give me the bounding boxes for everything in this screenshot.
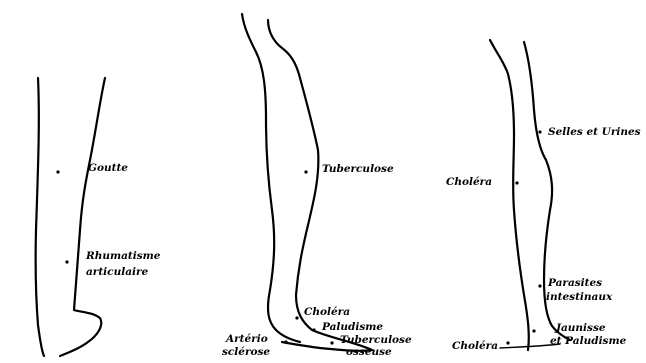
leg-3-cholera-foot-dot (506, 341, 509, 344)
leg-1-rhumatisme-dot (65, 260, 68, 263)
leg-3-group: Selles et Urines Choléra Parasites intes… (446, 40, 641, 352)
leg-3-parasites-label-line2: intestinaux (546, 291, 613, 303)
leg-2-paludisme-label: Paludisme (321, 321, 383, 333)
leg-2-front-outline (268, 20, 372, 351)
leg-2-group: Tuberculose Choléra Paludisme Artério sc… (222, 14, 412, 358)
leg-2-tub-osseuse-label-line2: osseuse (346, 346, 392, 358)
leg-2-tuberculose-dot (304, 170, 307, 173)
leg-1-goutte-dot (56, 170, 59, 173)
leg-2-paludisme-dot (312, 328, 315, 331)
leg-1-rhumatisme-label-line1: Rhumatisme (85, 250, 161, 262)
leg-3-jaunisse-dot (532, 329, 535, 332)
leg-3-selles-label: Selles et Urines (548, 126, 641, 138)
leg-3-parasites-label-line1: Parasites (547, 277, 602, 289)
leg-1-goutte-label: Goutte (88, 162, 128, 174)
leg-3-cholera-calf-label: Choléra (446, 176, 492, 188)
leg-2-back-outline (242, 14, 300, 342)
leg-3-cholera-foot-label: Choléra (452, 340, 498, 352)
leg-3-cholera-calf-dot (515, 181, 518, 184)
leg-2-tuberculose-label: Tuberculose (322, 163, 394, 175)
leg-3-jaunisse-label-line2: et Paludisme (550, 335, 627, 347)
leg-2-tub-osseuse-dot (330, 341, 333, 344)
leg-2-arterio-label-line1: Artério (225, 333, 268, 345)
leg-2-cholera-dot (295, 316, 298, 319)
leg-2-cholera-label: Choléra (304, 306, 350, 318)
leg-1-group: Goutte Rhumatisme articulaire (36, 78, 161, 356)
leg-1-front-outline (60, 78, 105, 356)
leg-2-arterio-dot (284, 340, 287, 343)
leg-3-selles-dot (538, 130, 541, 133)
leg-3-back-outline (490, 40, 529, 350)
leg-1-rhumatisme-label-line2: articulaire (86, 266, 149, 278)
leg-2-arterio-label-line2: sclérose (222, 346, 270, 358)
leg-2-tub-osseuse-label-line1: Tuberculose (340, 334, 412, 346)
leg-3-jaunisse-label-line1: Jaunisse (554, 322, 606, 334)
leg-1-back-outline (36, 78, 44, 356)
leg-3-parasites-dot (538, 284, 541, 287)
